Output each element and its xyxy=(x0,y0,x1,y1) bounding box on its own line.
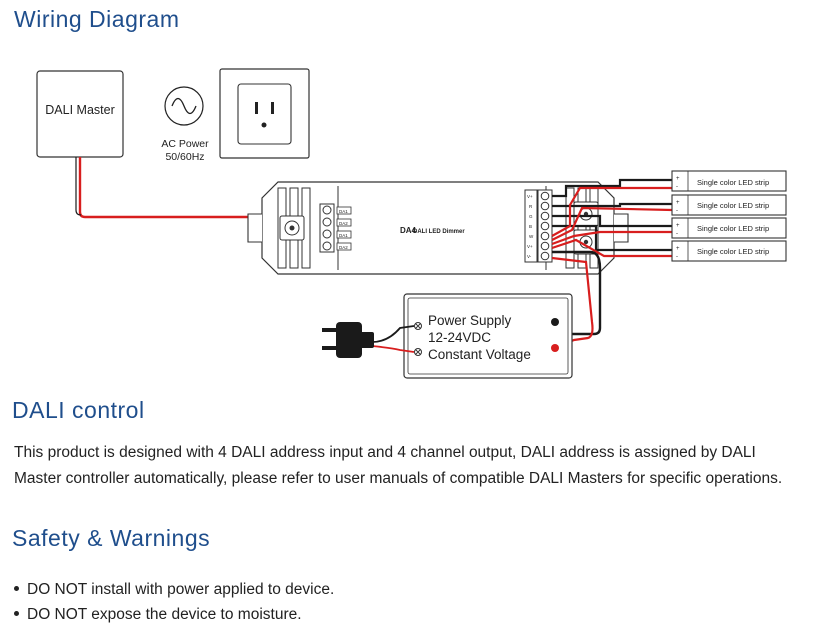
led-strip-label: Single color LED strip xyxy=(697,247,769,256)
led-strip: + - Single color LED strip xyxy=(671,217,787,239)
psu-label-line1: Power Supply xyxy=(428,313,512,328)
dimmer-housing: DA4 DALI LED Dimmer DA1 DA2 DA1 DA2 xyxy=(247,181,629,275)
dali-control-heading: DALI control xyxy=(12,397,145,423)
led-strip: + - Single color LED strip xyxy=(671,170,787,192)
led-strip: + - Single color LED strip xyxy=(671,240,787,262)
output-terminal-label: W xyxy=(529,234,534,239)
dali-input-terminal: DA1 DA2 DA1 DA2 xyxy=(319,203,352,253)
svg-text:+: + xyxy=(676,246,680,252)
output-terminal-label: V+ xyxy=(527,244,533,249)
dimmer-name-label: DALI LED Dimmer xyxy=(413,229,465,235)
ac-power-symbol: AC Power 50/60Hz xyxy=(161,86,209,163)
bullet-icon xyxy=(14,586,19,592)
warning-item: DO NOT install with power applied to dev… xyxy=(14,581,334,599)
output-terminal-label: G xyxy=(529,214,533,219)
led-strip: + - Single color LED strip xyxy=(671,194,787,216)
warning-item: DO NOT expose the device to moisture. xyxy=(14,606,302,624)
led-strip-label: Single color LED strip xyxy=(697,201,769,210)
psu-label-line2: 12-24VDC xyxy=(428,330,491,345)
output-terminal: V+ R G B W V+ V- xyxy=(524,189,553,263)
svg-text:-: - xyxy=(676,208,678,214)
safety-warnings-heading: Safety & Warnings xyxy=(12,525,211,551)
svg-text:-: - xyxy=(676,254,678,260)
svg-text:-: - xyxy=(676,231,678,237)
psu-label-line3: Constant Voltage xyxy=(428,347,531,362)
dali-terminal-label: DA2 xyxy=(339,245,348,250)
svg-text:+: + xyxy=(676,223,680,229)
dali-description-line: This product is designed with 4 DALI add… xyxy=(14,444,756,461)
output-terminal-label: V- xyxy=(527,254,532,259)
dali-master-box: DALI Master xyxy=(36,70,124,158)
output-terminal-label: B xyxy=(529,224,532,229)
wall-outlet xyxy=(219,68,310,159)
ac-plug xyxy=(322,322,415,358)
led-strip-label: Single color LED strip xyxy=(697,178,769,187)
dali-terminal-label: DA1 xyxy=(339,209,348,214)
svg-text:+: + xyxy=(676,200,680,206)
dali-terminal-label: DA1 xyxy=(339,233,348,238)
power-supply-box: Power Supply 12-24VDC Constant Voltage xyxy=(403,293,573,379)
svg-text:-: - xyxy=(676,184,678,190)
dali-bus-wire-red xyxy=(78,157,322,219)
psu-output-wire-red xyxy=(551,256,594,350)
output-terminal-label: V+ xyxy=(527,194,533,199)
led-strip-label: Single color LED strip xyxy=(697,224,769,233)
dimmer-model-label: DA4 xyxy=(400,226,417,235)
svg-text:+: + xyxy=(676,176,680,182)
warning-text: DO NOT install with power applied to dev… xyxy=(27,581,335,598)
dali-description-line: Master controller automatically, please … xyxy=(14,470,783,487)
dali-bus-wire-black xyxy=(75,157,82,216)
dali-description: This product is designed with 4 DALI add… xyxy=(14,440,804,492)
sine-wave-icon xyxy=(171,97,197,115)
wiring-diagram: DALI Master AC Power 50/60Hz xyxy=(36,68,787,379)
led-output-wires xyxy=(551,178,673,258)
ac-frequency-label: 50/60Hz xyxy=(165,151,204,163)
warning-text: DO NOT expose the device to moisture. xyxy=(27,606,302,623)
psu-output-wire-black xyxy=(552,250,602,336)
dali-terminal-label: DA2 xyxy=(339,221,348,226)
wiring-diagram-heading: Wiring Diagram xyxy=(14,6,180,32)
bullet-icon xyxy=(14,611,19,617)
dali-master-label: DALI Master xyxy=(45,103,114,117)
ac-power-label: AC Power xyxy=(161,138,209,150)
output-terminal-label: R xyxy=(529,204,533,209)
